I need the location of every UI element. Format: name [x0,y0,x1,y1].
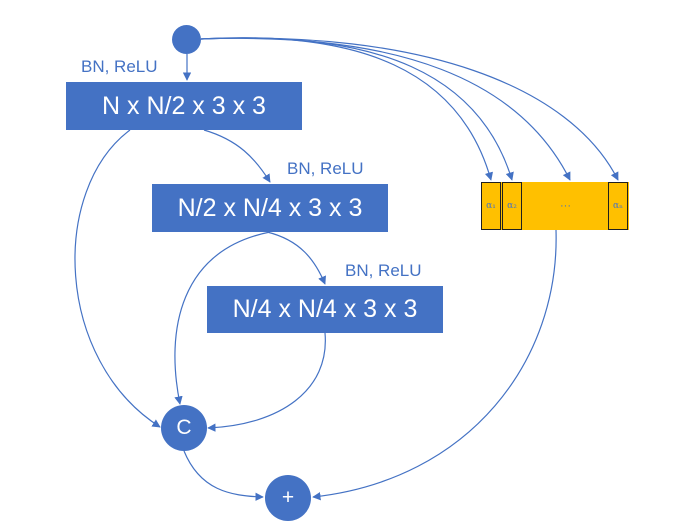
conv-block-2: N/2 x N/4 x 3 x 3 [152,184,388,232]
edge-block2-to-concat [174,231,271,405]
edge-block2-to-block3 [266,231,326,285]
add-node: + [265,475,311,521]
edge-block1-to-concat [74,129,161,428]
edge-concat-to-add [183,450,264,501]
concat-node: C [161,405,207,451]
block1-activation-label: BN, ReLU [81,57,158,76]
alpha-n-cell: αₙ [608,182,628,230]
input-node [172,25,201,54]
edge-block1-to-block2 [203,129,271,183]
edge-alphas-to-add [312,229,557,501]
conv-block-3: N/4 x N/4 x 3 x 3 [207,286,443,333]
alpha-1-cell: α₁ [481,182,501,230]
block3-activation-label: BN, ReLU [345,261,422,280]
edge-input-to-alpha-n [200,37,619,181]
alpha-2-cell: α₂ [502,182,522,230]
edge-input-to-alpha-mid [200,37,571,181]
block2-activation-label: BN, ReLU [287,159,364,178]
alpha-ellipsis: ··· [560,200,571,212]
edge-block3-to-concat [207,332,326,432]
conv-block-1: N x N/2 x 3 x 3 [66,82,302,130]
